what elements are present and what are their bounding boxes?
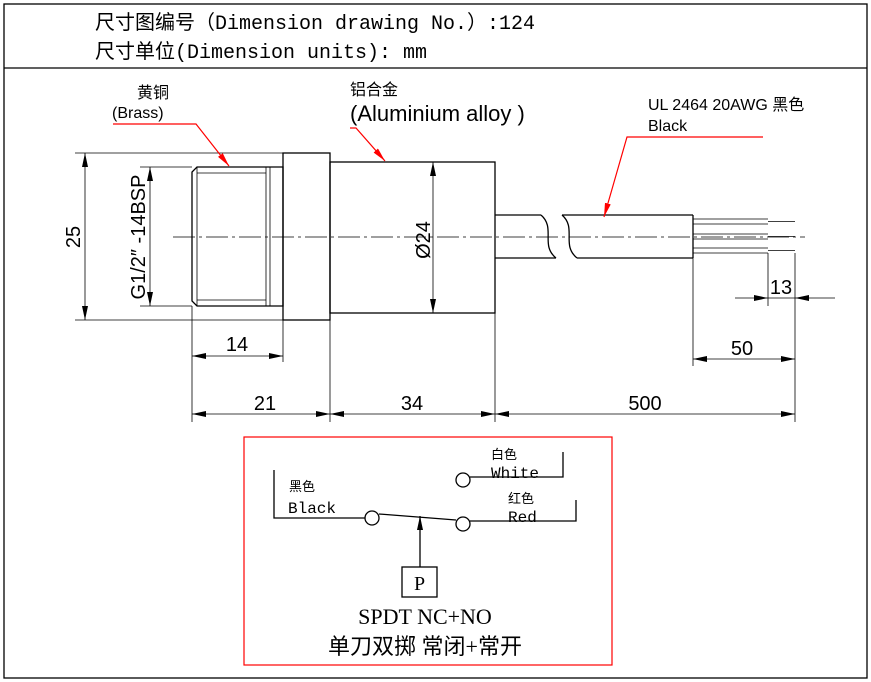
switch-type-cn: 单刀双掷 常闭+常开 (328, 634, 522, 659)
dimension-cable-length: 500 (628, 393, 661, 415)
cable (495, 214, 694, 259)
cable-break (540, 214, 557, 259)
switch-blade (378, 513, 457, 521)
switch-type: SPDT NC+NO (358, 604, 492, 629)
black-wire (273, 470, 365, 519)
pressure-actuator-label: P (414, 573, 425, 595)
common-contact (364, 510, 380, 526)
pressure-actuator-box (401, 566, 438, 598)
red-label-en: Red (508, 509, 537, 527)
dimension-body-length: 34 (401, 393, 423, 415)
cable-spec-label: UL 2464 20AWG 黑色 (648, 96, 804, 114)
dimension-wire-length: 50 (731, 338, 753, 360)
hex-flange (282, 152, 331, 321)
nc-contact (455, 516, 471, 532)
aluminium-body (329, 161, 496, 314)
dimension-thread: G1/2″ -14BSP (128, 175, 150, 300)
no-contact (455, 472, 471, 488)
extension-lines (75, 152, 796, 422)
dimension-flange-height: 25 (63, 226, 85, 248)
drawing-number: 尺寸图编号（Dimension drawing No.）:124 (95, 11, 535, 36)
aluminium-label-en: (Aluminium alloy ) (350, 101, 525, 126)
cable-leader (603, 136, 763, 218)
wires (693, 218, 795, 254)
brass-leader (113, 123, 230, 167)
brass-label-cn: 黄铜 (137, 84, 169, 102)
cable-break (561, 214, 578, 259)
aluminium-leader (350, 127, 386, 162)
white-wire (470, 452, 564, 478)
dimension-body-diameter: Ø24 (413, 221, 435, 259)
red-wire (470, 500, 577, 522)
cable-color-label: Black (648, 118, 688, 135)
white-label-cn: 白色 (491, 447, 517, 462)
brass-fitting (191, 166, 284, 307)
dimension-fitting-length: 21 (254, 393, 276, 415)
dimension-units: 尺寸单位(Dimension units): mm (95, 40, 427, 65)
dimension-strip-length: 13 (770, 277, 792, 299)
red-label-cn: 红色 (508, 491, 534, 506)
brass-outline (191, 166, 284, 307)
white-label-en: White (491, 465, 539, 483)
dimension-thread-length: 14 (226, 334, 248, 356)
outer-frame (3, 3, 868, 679)
switch-schematic: 黑色 Black 白色 White 红色 Red P SPDT NC+NO 单刀… (243, 436, 613, 666)
brass-label-en: (Brass) (112, 105, 164, 122)
black-label-cn: 黑色 (289, 479, 315, 494)
aluminium-label-cn: 铝合金 (350, 81, 398, 99)
schematic-frame (243, 436, 613, 666)
black-label-en: Black (288, 500, 336, 518)
